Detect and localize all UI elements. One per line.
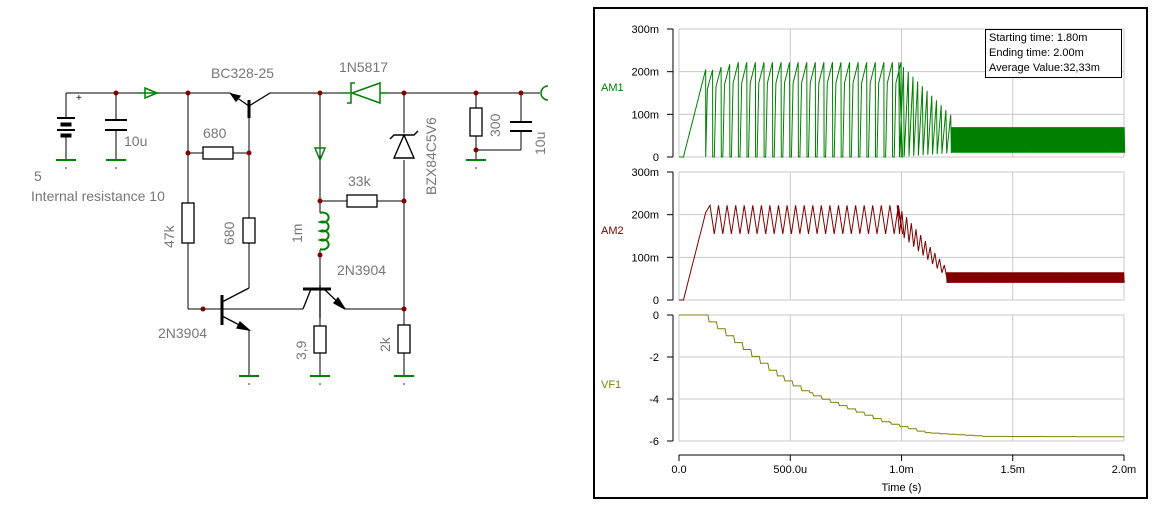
label-33k: 33k	[348, 173, 372, 189]
plus-sign: +	[76, 93, 82, 104]
waveform-am1	[679, 62, 1126, 158]
y-tick-label: -4	[649, 394, 659, 406]
x-tick-label: 1.0m	[889, 464, 913, 476]
y-tick-label: 200m	[631, 67, 659, 79]
label-10u-output: 10u	[532, 132, 548, 155]
trace-name-vf1: VF1	[601, 379, 621, 391]
starting-time-text: Starting time: 1.80m	[989, 32, 1088, 44]
waveform-am2	[679, 203, 1125, 301]
input-capacitor	[105, 119, 127, 131]
zener-diode	[389, 130, 419, 159]
resistor-47k	[181, 202, 195, 244]
resistor-33k	[346, 194, 378, 208]
current-probe-arrow	[138, 86, 327, 162]
y-tick-label: 100m	[631, 109, 659, 121]
x-tick-label: 500.0u	[773, 464, 807, 476]
average-value-box: Starting time: 1.80m Ending time: 2.00m …	[985, 29, 1122, 78]
label-3-9: 3,9	[293, 340, 309, 360]
x-tick-label: 1.5m	[1001, 464, 1025, 476]
label-internal-resistance: Internal resistance 10	[31, 188, 165, 204]
label-300: 300	[487, 113, 503, 137]
x-tick-label: 0.0	[671, 464, 686, 476]
y-tick-label: 200m	[631, 210, 659, 222]
label-680-horizontal: 680	[203, 125, 227, 141]
label-47k: 47k	[161, 224, 177, 248]
label-bc328: BC328-25	[211, 65, 274, 81]
x-axis-label: Time (s)	[882, 482, 922, 494]
ground-symbol	[56, 159, 486, 377]
y-tick-label: 0	[653, 152, 659, 164]
transistor-q3-npn	[302, 285, 346, 318]
waveform-vf1	[679, 314, 1124, 438]
y-tick-label: -6	[649, 436, 659, 448]
resistor-3-9	[313, 325, 327, 354]
ending-time-text: Ending time: 2.00m	[989, 47, 1084, 59]
output-terminal	[540, 85, 549, 101]
label-2n3904-q2: 2N3904	[158, 325, 207, 341]
y-tick-label: 300m	[631, 24, 659, 36]
resistor-680-horizontal	[202, 146, 234, 160]
average-value-text: Average Value:32,33m	[989, 62, 1100, 74]
trace-name-am1: AM1	[601, 82, 624, 94]
output-capacitor	[510, 121, 532, 132]
y-tick-label: 300m	[631, 167, 659, 179]
label-680-vertical: 680	[221, 221, 237, 245]
inductor-1m	[317, 211, 330, 251]
label-bzx84c5v6: BZX84C5V6	[423, 117, 439, 195]
y-tick-label: 0	[653, 295, 659, 307]
resistor-2k	[397, 324, 411, 354]
y-tick-label: 100m	[631, 252, 659, 264]
label-2n3904-q3: 2N3904	[337, 262, 386, 278]
transistor-q2-npn	[220, 287, 252, 332]
y-tick-label: 0	[653, 310, 659, 322]
circuit-schematic: +	[31, 59, 549, 385]
transistor-q1-pnp	[229, 92, 271, 118]
junction-dot	[113, 90, 524, 312]
label-1n5817: 1N5817	[339, 59, 388, 75]
label-10u-input: 10u	[124, 133, 147, 149]
waveform-plots: 300m200m100m0AM1300m200m100m0AM20-2-4-6V…	[601, 24, 1136, 494]
y-tick-label: -2	[649, 352, 659, 364]
label-source-5: 5	[34, 168, 42, 184]
label-2k: 2k	[377, 336, 393, 352]
resistor-680-vertical	[242, 217, 256, 244]
label-1m: 1m	[289, 224, 305, 243]
x-tick-label: 2.0m	[1112, 464, 1136, 476]
battery-symbol	[57, 117, 75, 138]
trace-name-am2: AM2	[601, 225, 624, 237]
schottky-diode	[343, 81, 388, 105]
resistor-300	[469, 107, 483, 137]
